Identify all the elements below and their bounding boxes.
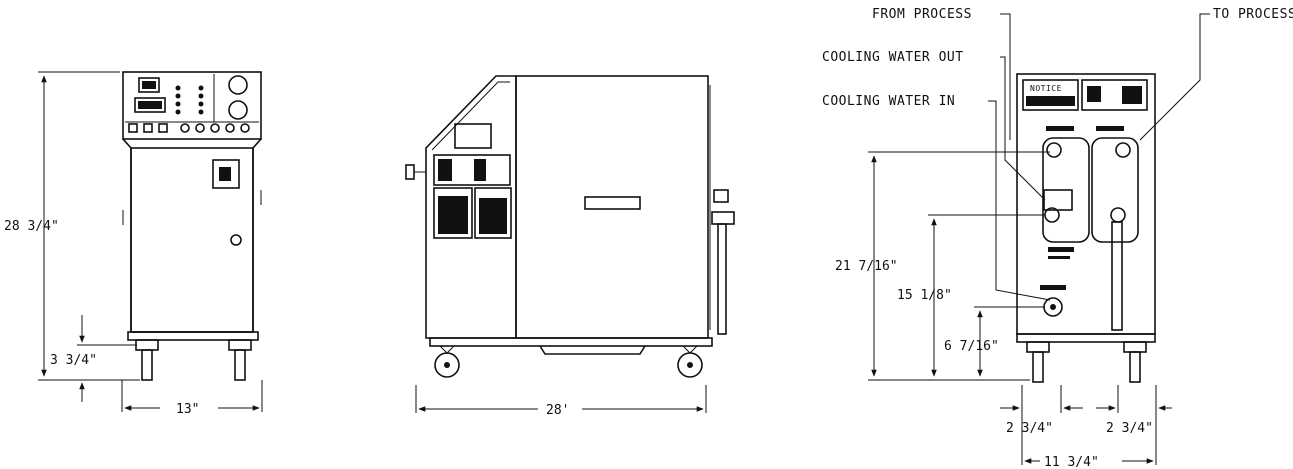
side-window	[454, 123, 492, 149]
side-handle	[584, 196, 641, 210]
side-label-right	[474, 187, 512, 239]
label-from-process: FROM PROCESS	[872, 7, 972, 22]
front-view	[38, 71, 263, 412]
control-panel	[122, 71, 262, 140]
valve-block	[1043, 189, 1073, 211]
rear-cabinet	[1016, 73, 1156, 335]
door-lock-icon	[230, 234, 242, 246]
dim-caster-height: 3 3/4"	[50, 353, 97, 368]
label-to-process: TO PROCESS	[1213, 7, 1293, 22]
dim-cooling-in-height: 6 7/16"	[944, 339, 999, 354]
drain-port	[1110, 207, 1126, 223]
display-window	[138, 77, 160, 93]
pipe-loop-left	[1042, 137, 1090, 243]
front-cabinet	[122, 138, 262, 333]
side-label-top	[433, 154, 511, 186]
side-panel-right	[515, 75, 709, 339]
notice-label	[1022, 79, 1079, 111]
side-label-left	[433, 187, 473, 239]
disconnect-switch	[212, 159, 240, 189]
dim-from-process-height: 21 7/16"	[835, 259, 898, 274]
gauge-icon	[228, 75, 248, 95]
rear-warning-label	[1081, 79, 1148, 111]
label-cooling-water-out: COOLING WATER OUT	[822, 50, 964, 65]
dim-centers: 11 3/4"	[1044, 455, 1099, 469]
panel-label	[134, 97, 166, 113]
side-view	[405, 75, 735, 413]
label-notice: NOTICE	[1030, 84, 1062, 93]
dim-side-length: 28'	[546, 403, 569, 418]
dim-offset-left: 2 3/4"	[1006, 421, 1053, 436]
to-process-port	[1115, 142, 1131, 158]
label-cooling-water-in: COOLING WATER IN	[822, 94, 955, 109]
pipe-loop-right	[1091, 137, 1139, 243]
dim-offset-right: 2 3/4"	[1106, 421, 1153, 436]
rear-view	[868, 13, 1210, 465]
from-process-port	[1046, 142, 1062, 158]
dim-height-total: 28 3/4"	[4, 219, 59, 234]
gauge-icon	[228, 100, 248, 120]
dim-cooling-out-height: 15 1/8"	[897, 288, 952, 303]
dim-front-width: 13"	[176, 402, 199, 417]
